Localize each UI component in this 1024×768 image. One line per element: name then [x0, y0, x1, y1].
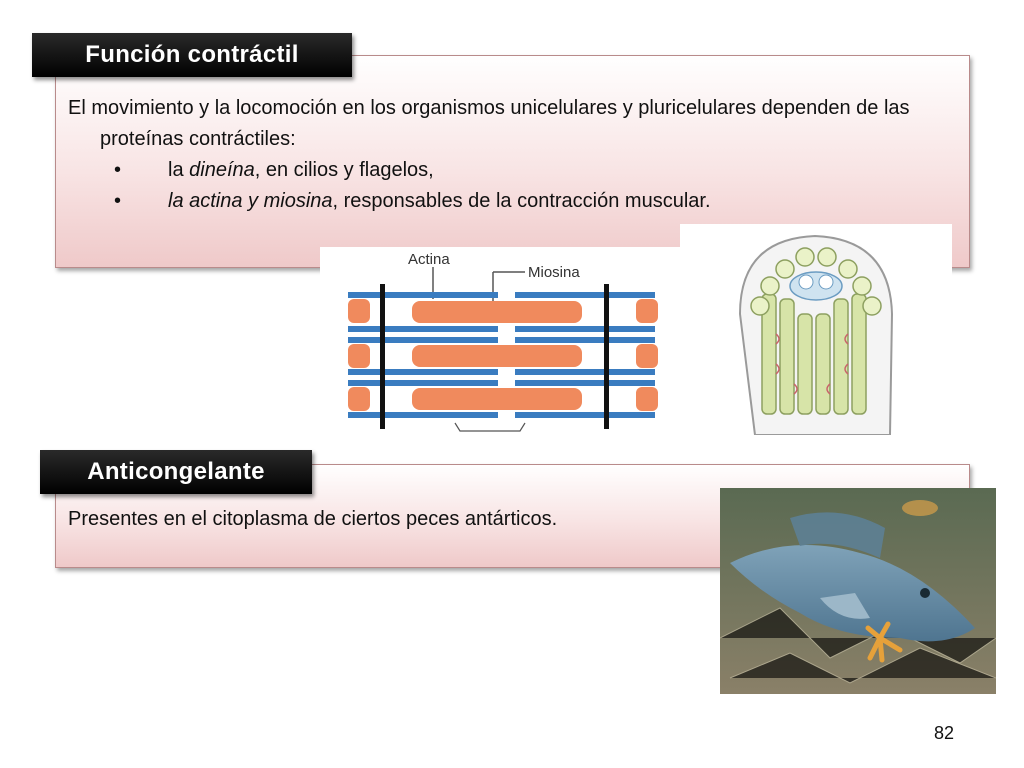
section-title-contractile: Función contráctil — [32, 33, 352, 77]
fish-illustration — [719, 488, 997, 694]
cilium-illustration — [738, 234, 894, 436]
bullet-symbol: • — [114, 159, 122, 181]
antarctic-fish-photo — [719, 488, 997, 694]
protein-name-actin-myosin: la actina y miosina — [168, 190, 333, 212]
sarcomere-illustration: Actina Miosina — [348, 251, 658, 432]
page-number: 82 — [934, 723, 955, 743]
z-line-left — [380, 284, 385, 429]
bullet-item-dynein: • la dineína, en cilios y flagelos, — [68, 155, 968, 186]
filament-row-2 — [348, 337, 658, 375]
section-title-antifreeze: Anticongelante — [40, 450, 312, 494]
bullet-symbol: • — [114, 190, 122, 212]
filament-row-1 — [348, 292, 658, 332]
intro-paragraph: El movimiento y la locomoción en los org… — [68, 97, 910, 150]
z-line-right — [604, 284, 609, 429]
myosin-label: Miosina — [528, 264, 580, 281]
cilium-diagram — [680, 224, 952, 436]
actin-label: Actina — [408, 251, 450, 268]
filament-row-3 — [348, 380, 658, 418]
contractile-text: El movimiento y la locomoción en los org… — [68, 93, 968, 217]
sarcomere-diagram: Actina Miosina — [320, 247, 680, 435]
bullet-item-actin-myosin: • la actina y miosina, responsables de l… — [68, 186, 968, 217]
protein-name-dynein: dineína — [189, 159, 255, 181]
antifreeze-text: Presentes en el citoplasma de ciertos pe… — [68, 508, 558, 530]
